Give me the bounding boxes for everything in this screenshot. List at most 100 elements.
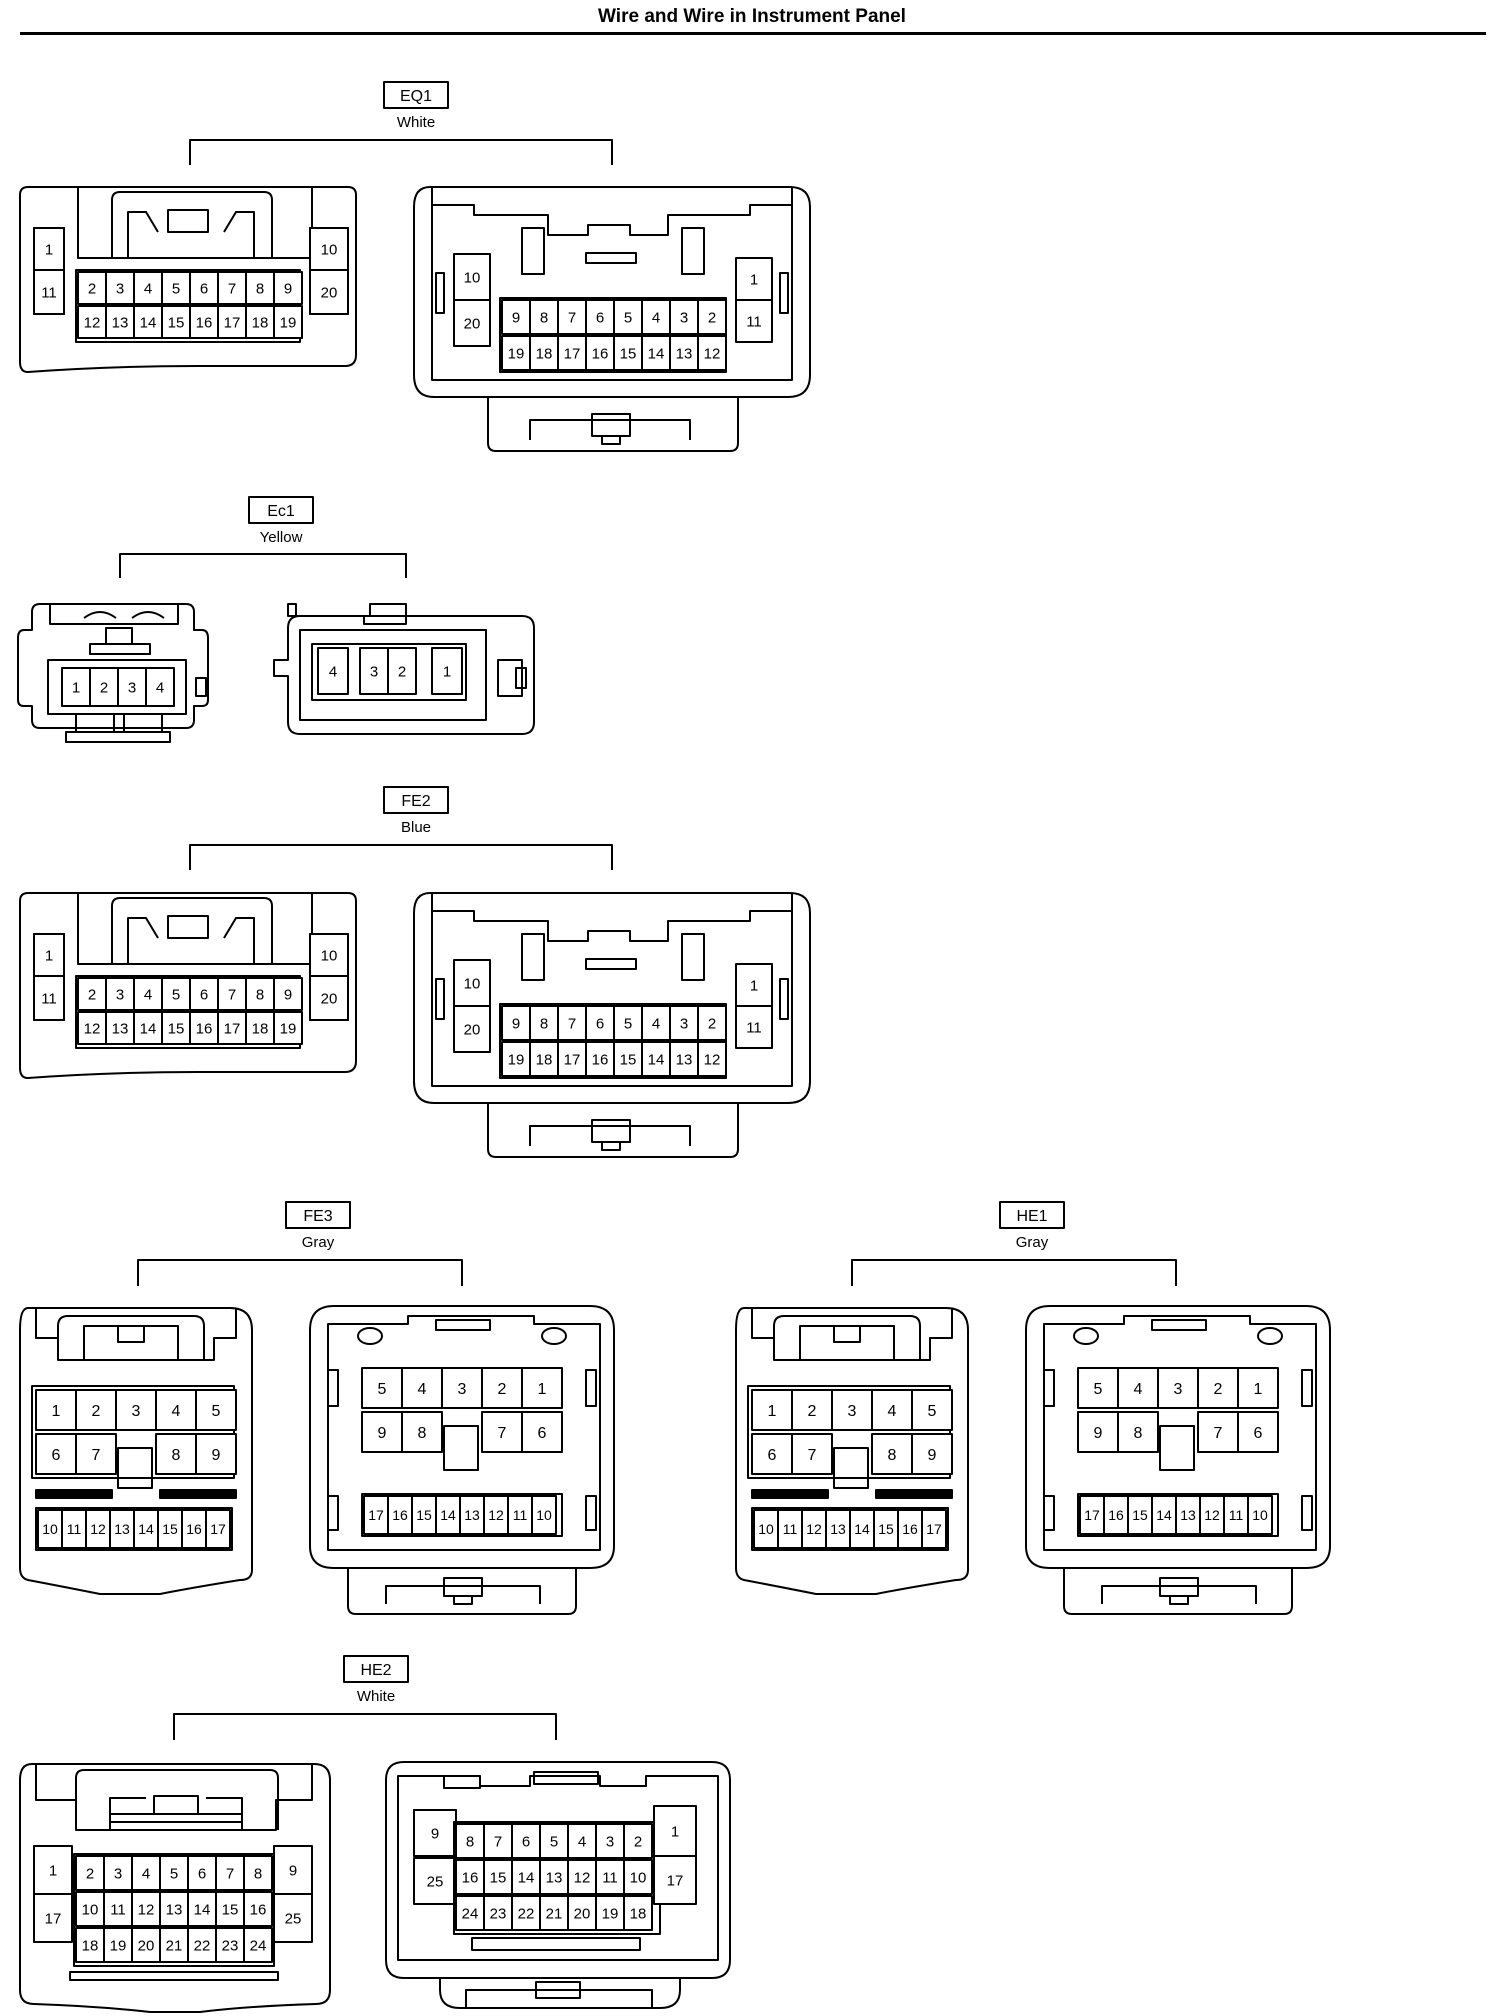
pin-label: 16 [250,1901,267,1918]
guide-hole [357,1327,383,1345]
housing-top-profile [287,603,407,625]
pin-label: 16 [462,1869,479,1886]
pin-label: 12 [138,1901,155,1918]
bottom-key [75,713,115,733]
lock-frame [773,1315,921,1360]
pin-cell [697,335,727,371]
pin-label: 8 [256,280,264,297]
connector-bracket [189,844,613,870]
latch-slot [443,1775,481,1789]
side-rib [1301,1369,1313,1407]
pin-cell [155,1389,197,1431]
pin-cell [35,1433,77,1475]
bottom-lock-key [601,435,621,445]
connector-code: FE2 [401,793,430,810]
pin-cell [35,1389,77,1431]
male-housing [19,1307,253,1595]
latch-slot [435,1319,491,1331]
guide-slot [521,227,545,275]
center-key [117,1447,153,1489]
pin-label: 13 [112,1020,129,1037]
pin-label: 24 [250,1937,267,1954]
pin-cell [669,1041,699,1077]
pin-cell [243,1855,273,1891]
connector-bracket [119,553,407,578]
pin-cell [109,1509,135,1549]
pin-cell [697,1005,727,1041]
pin-cell [245,977,275,1011]
housing-top-profile [49,604,179,625]
pin-label: 8 [256,986,264,1003]
pin-cell [33,933,65,977]
pin-label: 2 [100,679,108,696]
pin-label: 7 [228,986,236,1003]
pin-label: 17 [45,1910,62,1927]
pin-cell [557,1041,587,1077]
pin-label: 6 [596,309,604,326]
side-rib [1043,1495,1055,1531]
pin-cell [103,1891,133,1927]
pin-label: 10 [464,269,481,286]
pin-cell [33,1893,73,1943]
pin-label: 7 [228,280,236,297]
connector-code-box [383,81,449,109]
pin-label: 25 [285,1910,302,1927]
pin-cell [133,305,163,339]
pin-label: 9 [512,1015,520,1032]
pin-label: 1 [52,1403,61,1420]
pin-cell [157,1509,183,1549]
pin-label: 22 [194,1937,211,1954]
guide-hole [1073,1327,1099,1345]
pin-cell [115,1389,157,1431]
pin-cell [567,1859,597,1895]
pin-label: 8 [888,1447,897,1464]
pin-cell [215,1927,245,1963]
pin-label: 4 [888,1403,897,1420]
lock-tab [833,1325,861,1343]
pin-label: 16 [592,345,609,362]
pin-label: 1 [671,1823,679,1840]
pin-cell [243,1891,273,1927]
pin-cell [539,1859,569,1895]
pin-cell [361,1367,403,1409]
pin-label: 7 [498,1425,507,1442]
pin-cell [61,1509,87,1549]
pin-label: 7 [1214,1425,1223,1442]
pin-label: 4 [578,1833,586,1850]
pin-cell [511,1859,541,1895]
pin-cell [401,1411,443,1453]
pin-cell [363,1495,389,1535]
pin-cell [911,1389,953,1431]
housing-top-profile [431,187,793,236]
lock-frame [111,897,273,964]
male-housing [19,186,357,373]
pin-cell [1077,1367,1119,1409]
pin-label: 3 [680,309,688,326]
pin-label: 15 [878,1521,894,1537]
pin-label: 19 [280,314,297,331]
pin-label: 13 [112,314,129,331]
pin-cell [413,1857,457,1905]
pin-label: 15 [168,1020,185,1037]
pin-cell [309,933,349,977]
title-rule [20,32,1486,35]
pin-label: 12 [704,1051,721,1068]
pin-cell [77,271,107,305]
pin-cell [697,299,727,335]
connector-bracket [189,139,613,165]
pin-cell [501,299,531,335]
side-rib [327,1369,339,1407]
connector-code: EQ1 [400,88,432,105]
guide-hole [1257,1327,1283,1345]
pin-cell [507,1495,533,1535]
pin-cell [483,1495,509,1535]
side-rib [435,978,445,1020]
pin-label: 5 [1094,1381,1103,1398]
pin-label: 10 [1252,1507,1268,1523]
lock-tab [153,1795,199,1815]
pin-label: 6 [522,1833,530,1850]
pin-label: 12 [574,1869,591,1886]
